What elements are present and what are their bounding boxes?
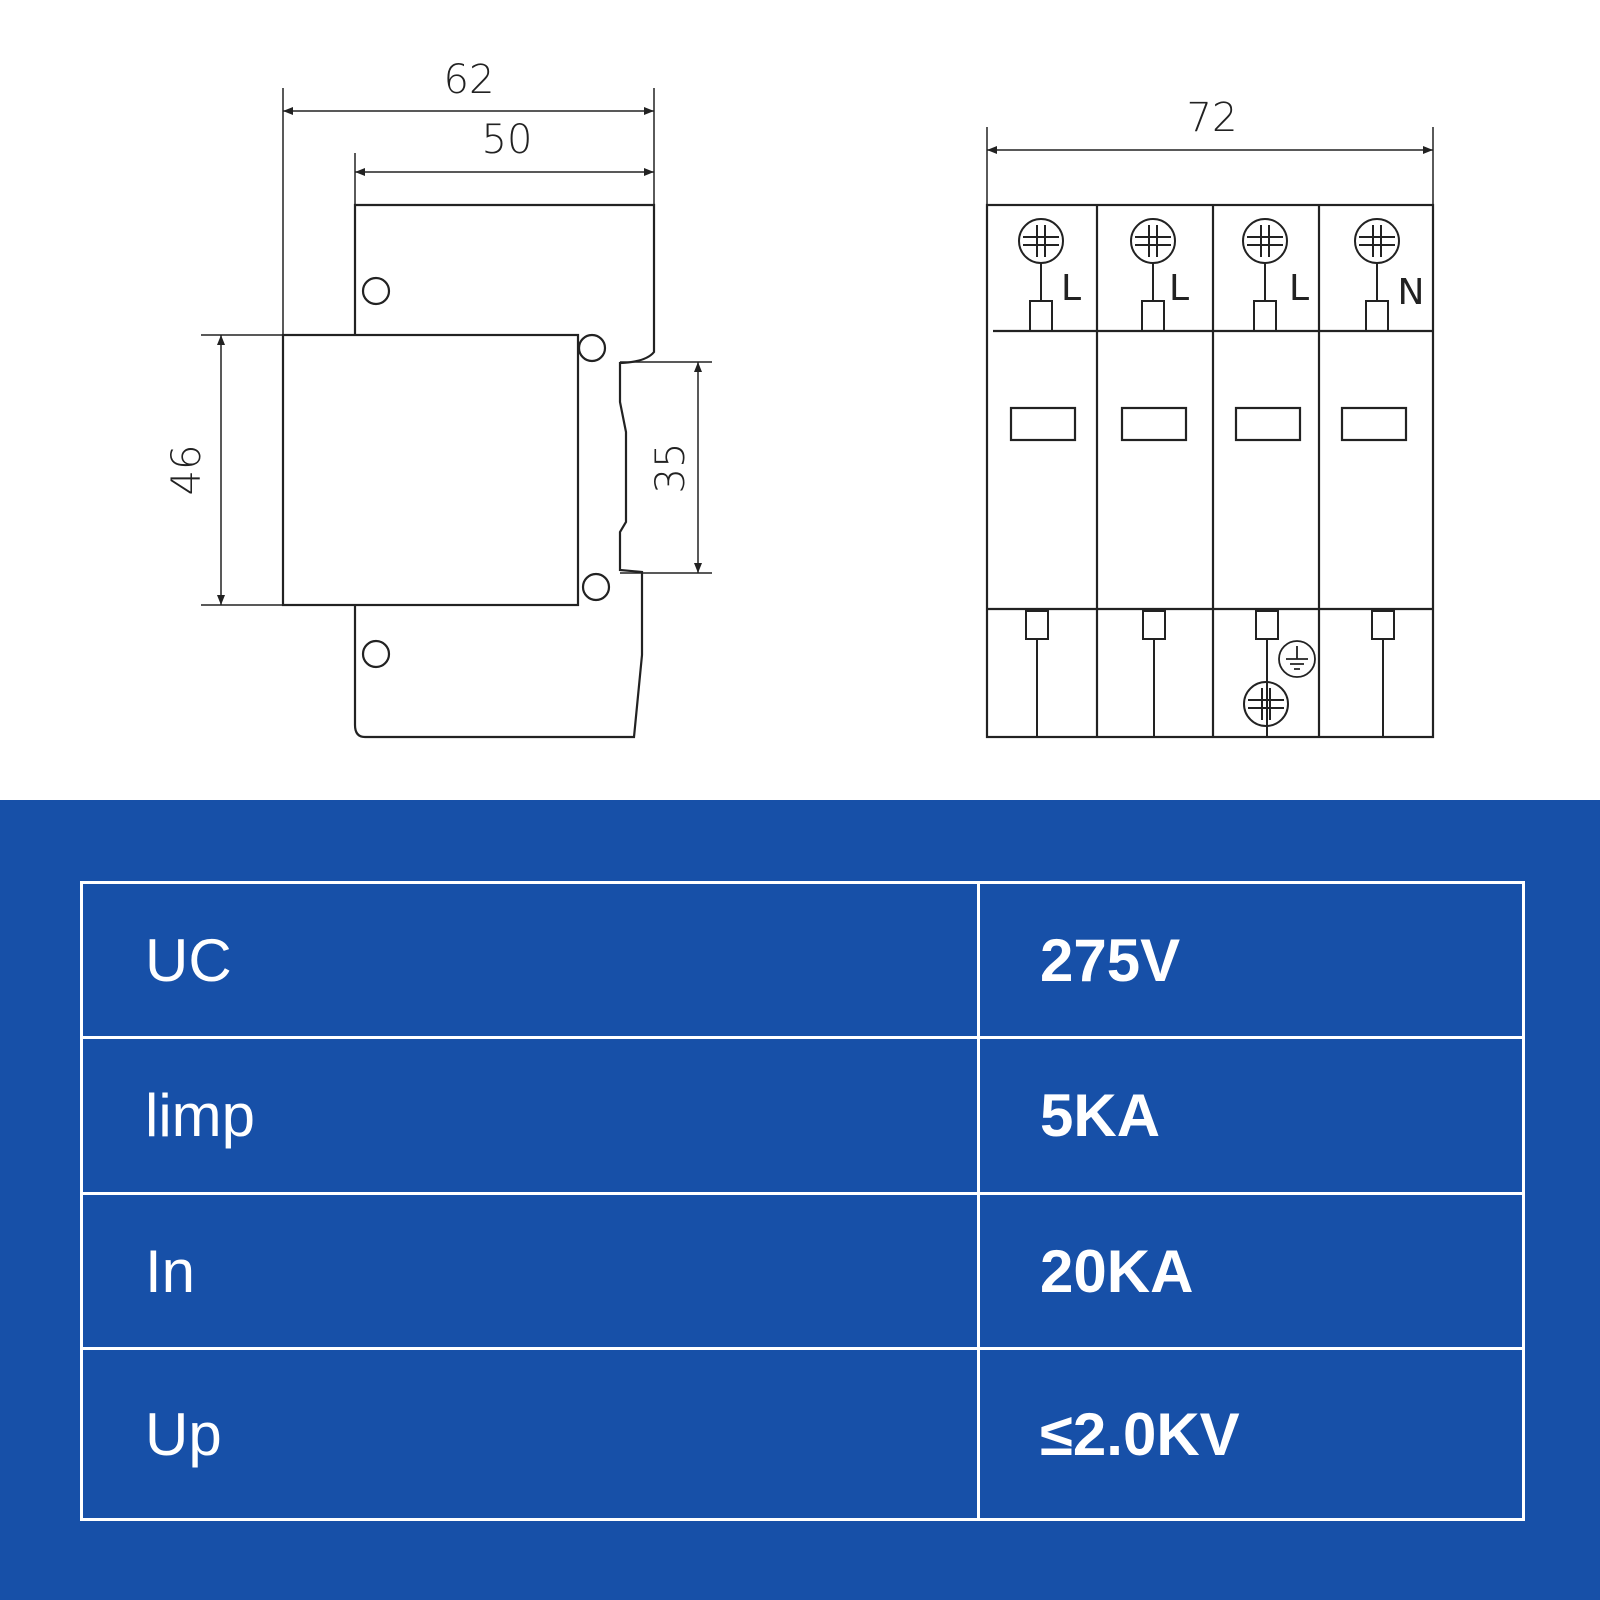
side-view-dimensions	[201, 88, 712, 606]
status-window	[1234, 406, 1302, 442]
spec-table: UC 275V limp 5KA In 20KA Up ≤2.0KV	[80, 880, 1525, 1521]
screw-hole	[577, 333, 607, 363]
status-window	[1009, 406, 1077, 442]
front-view-dimensions	[986, 127, 1434, 205]
dimension-62-label: 62	[444, 57, 495, 103]
terminal-label-2: L	[1169, 268, 1189, 309]
terminal-screw-icon	[1354, 218, 1400, 264]
terminal-screw-icon	[1018, 218, 1064, 264]
screw-hole	[361, 639, 391, 669]
spec-param-uc: UC	[80, 880, 980, 1040]
dimension-50-label: 50	[482, 117, 533, 163]
side-view: 62 50 46 35	[164, 57, 712, 739]
spec-param-in: In	[80, 1191, 980, 1351]
front-view-outline	[985, 203, 1435, 739]
status-window	[1120, 406, 1188, 442]
terminal-screw-icon	[1130, 218, 1176, 264]
dimension-35-label: 35	[648, 443, 694, 494]
technical-drawing: 62 50 46 35	[164, 57, 1435, 739]
table-row: In 20KA	[80, 1191, 1525, 1351]
spec-value-uc: 275V	[977, 880, 1525, 1040]
terminal-label-3: L	[1289, 268, 1309, 309]
ground-terminal-screw-icon	[1243, 681, 1289, 727]
table-row: UC 275V	[80, 880, 1525, 1040]
spec-value-up: ≤2.0KV	[977, 1347, 1525, 1521]
spec-param-up: Up	[80, 1347, 980, 1521]
bottom-terminals	[1025, 610, 1395, 737]
terminal-label-4: N	[1398, 272, 1425, 313]
ground-symbol-icon	[1278, 640, 1316, 678]
table-row: limp 5KA	[80, 1036, 1525, 1195]
status-window	[1340, 406, 1408, 442]
terminal-label-1: L	[1061, 268, 1081, 309]
spec-value-limp: 5KA	[977, 1036, 1525, 1195]
front-view: L L L N 72	[985, 95, 1435, 739]
dimension-46-label: 46	[164, 445, 210, 496]
screw-hole	[581, 572, 611, 602]
top-terminal-4	[1354, 218, 1400, 332]
terminal-screw-icon	[1242, 218, 1288, 264]
top-terminal-1	[1018, 218, 1064, 332]
spec-panel: UC 275V limp 5KA In 20KA Up ≤2.0KV	[0, 800, 1600, 1600]
screw-hole	[361, 276, 391, 306]
spec-value-in: 20KA	[977, 1191, 1525, 1351]
spec-param-limp: limp	[80, 1036, 980, 1195]
dimension-72-label: 72	[1187, 95, 1238, 141]
top-terminal-3	[1242, 218, 1288, 332]
side-view-outline	[281, 203, 656, 739]
table-row: Up ≤2.0KV	[80, 1347, 1525, 1521]
top-terminal-2	[1130, 218, 1176, 332]
